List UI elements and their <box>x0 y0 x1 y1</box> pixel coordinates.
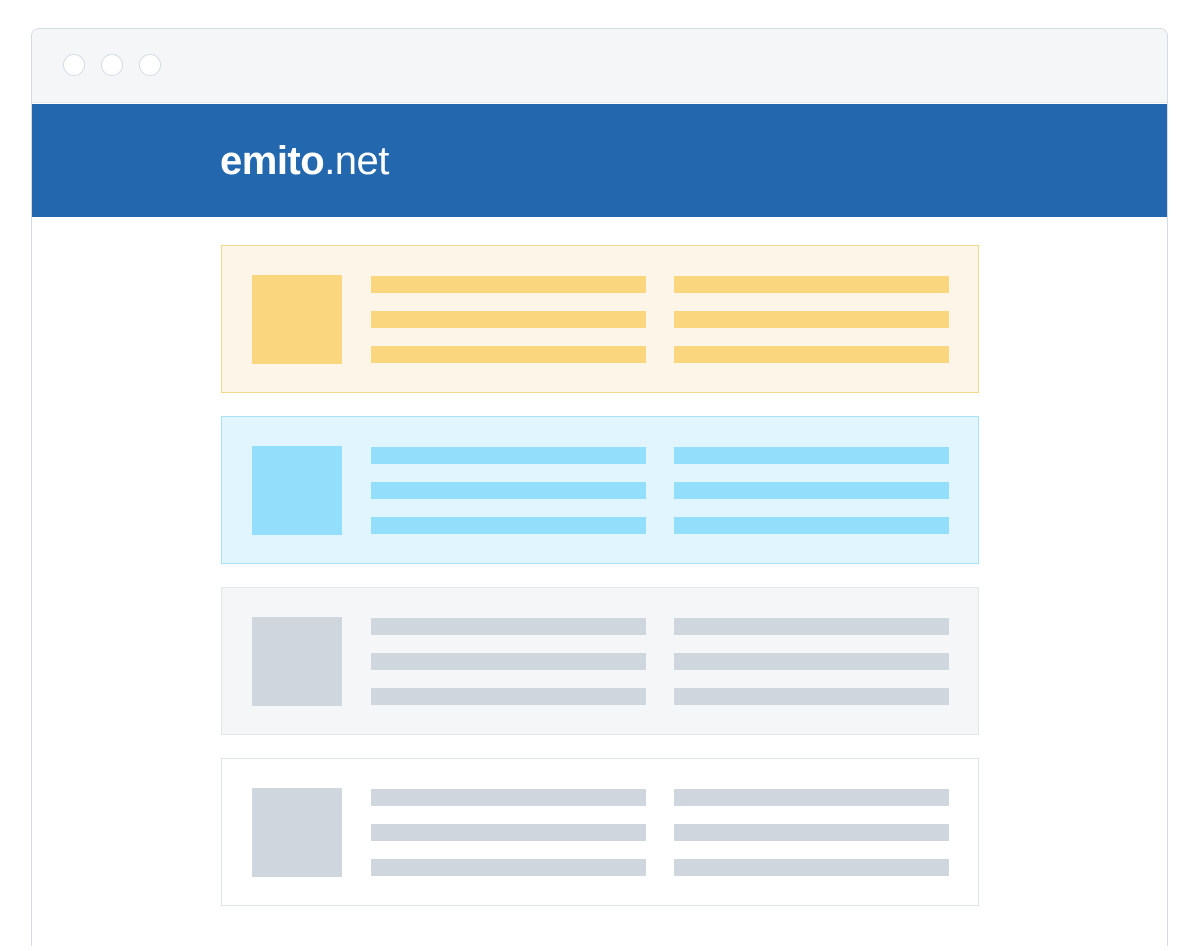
close-icon[interactable] <box>63 54 85 76</box>
text-placeholder-line <box>674 446 949 464</box>
text-placeholder-line <box>674 310 949 328</box>
text-placeholder-line <box>371 446 646 464</box>
list-item[interactable] <box>221 758 979 906</box>
site-logo-tld: .net <box>324 138 389 183</box>
text-placeholder-column-right <box>674 617 949 705</box>
text-placeholder-line <box>371 275 646 293</box>
text-placeholder-column-right <box>674 788 949 876</box>
text-placeholder-line <box>674 858 949 876</box>
text-placeholder-group <box>371 788 978 876</box>
text-placeholder-column-left <box>371 617 646 705</box>
list-item[interactable] <box>221 587 979 735</box>
text-placeholder-line <box>371 617 646 635</box>
text-placeholder-line <box>371 788 646 806</box>
browser-window: emito.net <box>31 28 1168 946</box>
text-placeholder-line <box>674 481 949 499</box>
list-item[interactable] <box>221 245 979 393</box>
text-placeholder-line <box>371 687 646 705</box>
thumbnail-placeholder <box>252 616 342 706</box>
thumbnail-placeholder <box>252 274 342 364</box>
site-logo-name: emito <box>220 138 325 183</box>
text-placeholder-line <box>371 516 646 534</box>
site-logo[interactable]: emito.net <box>220 141 389 181</box>
text-placeholder-line <box>371 481 646 499</box>
text-placeholder-line <box>371 858 646 876</box>
text-placeholder-column-left <box>371 275 646 363</box>
text-placeholder-line <box>674 275 949 293</box>
text-placeholder-line <box>674 823 949 841</box>
text-placeholder-line <box>371 345 646 363</box>
text-placeholder-line <box>371 652 646 670</box>
text-placeholder-line <box>674 687 949 705</box>
text-placeholder-group <box>371 617 978 705</box>
window-controls <box>63 54 161 76</box>
list-item[interactable] <box>221 416 979 564</box>
thumbnail-placeholder <box>252 787 342 877</box>
text-placeholder-line <box>674 345 949 363</box>
content-area <box>32 217 1167 946</box>
text-placeholder-column-left <box>371 788 646 876</box>
text-placeholder-line <box>674 788 949 806</box>
text-placeholder-group <box>371 446 978 534</box>
thumbnail-placeholder <box>252 445 342 535</box>
maximize-icon[interactable] <box>139 54 161 76</box>
text-placeholder-line <box>371 823 646 841</box>
text-placeholder-line <box>674 652 949 670</box>
text-placeholder-column-right <box>674 446 949 534</box>
text-placeholder-line <box>674 617 949 635</box>
text-placeholder-column-left <box>371 446 646 534</box>
text-placeholder-column-right <box>674 275 949 363</box>
minimize-icon[interactable] <box>101 54 123 76</box>
browser-titlebar <box>32 29 1167 103</box>
text-placeholder-line <box>674 516 949 534</box>
text-placeholder-group <box>371 275 978 363</box>
site-header: emito.net <box>32 104 1167 217</box>
text-placeholder-line <box>371 310 646 328</box>
